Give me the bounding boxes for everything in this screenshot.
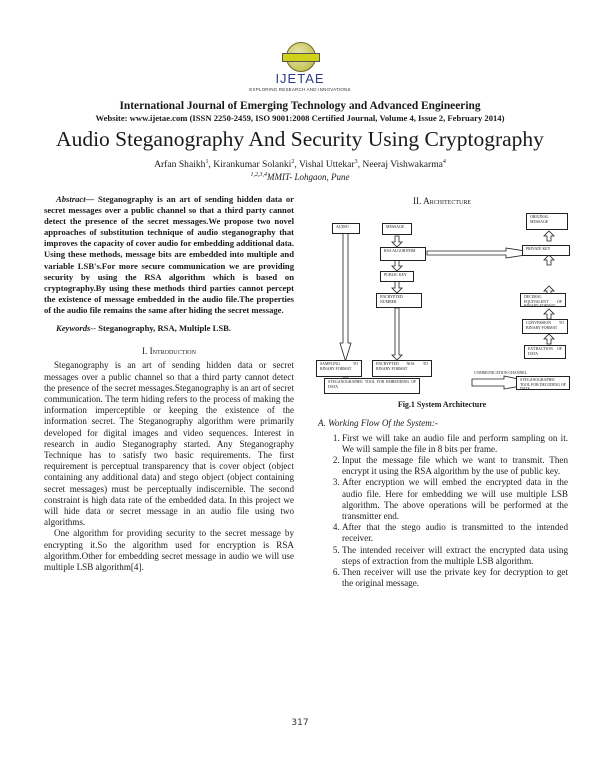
logo-band: [282, 53, 320, 62]
box-encrypted-nos: ENCRYPTED NOS. TO BINARY FORMAT: [372, 360, 432, 378]
section-heading-introduction: I. Introduction: [142, 346, 196, 357]
journal-name: International Journal of Emerging Techno…: [119, 100, 481, 112]
workflow-steps: First we will take an audio file and per…: [316, 433, 568, 590]
box-public-key: PUBLIC KEY: [380, 271, 414, 283]
workflow-step: After encryption we will embed the encry…: [342, 477, 568, 522]
communication-channel-label: COMMUNICATION CHANNEL: [474, 371, 528, 376]
workflow-step: First we will take an audio file and per…: [342, 433, 568, 455]
author-name: Kirankumar Solanki: [213, 159, 292, 171]
box-conversion: CONVERSION TO BINARY FORMAT: [522, 319, 568, 335]
author-sup: 4: [442, 159, 446, 165]
author-name: Neeraj Vishwakarma: [362, 159, 443, 171]
affiliation-sup: 1,2,3,4: [250, 172, 267, 178]
author-sup: 2: [291, 159, 295, 165]
paper-title: Audio Steganography And Security Using C…: [56, 127, 544, 151]
intro-paragraph: Steganography is an art of sending hidde…: [44, 360, 294, 528]
system-architecture-diagram: AUDIO MESSAGE RSA ALGORITHM PUBLIC KEY E…: [316, 213, 570, 395]
workflow-step: Input the message file which we want to …: [342, 455, 568, 477]
author-sup: 1: [205, 159, 209, 165]
box-encrypted-number: ENCRYPTED NUMBER: [376, 293, 422, 309]
abstract-label: Abstract—: [56, 194, 95, 204]
right-column: II. Architecture: [316, 196, 570, 590]
keywords-text: Steganography, RSA, Multiple LSB.: [96, 323, 232, 334]
author-sup: 3: [354, 159, 358, 165]
author-list: Arfan Shaikh1, Kirankumar Solanki2, Vish…: [154, 159, 446, 171]
workflow-step: The intended receiver will extract the e…: [342, 545, 568, 567]
logo-tagline: EXPLORING RESEARCH AND INNOVATIONS: [249, 87, 351, 92]
box-sampling: SAMPLING TO BINARY FORMAT: [316, 360, 362, 378]
figure-caption: Fig.1 System Architecture: [397, 400, 487, 410]
box-original-message: ORIGINAL MESSAGE: [526, 213, 568, 231]
page-number: 317: [291, 718, 309, 728]
abstract-text: Steganography is an art of sending hidde…: [44, 194, 294, 315]
box-audio: AUDIO: [332, 223, 360, 235]
box-decimal-equivalent: DECIMAL EQUIVALENT OF BINARY FORMAT: [520, 293, 566, 308]
section-heading-architecture: II. Architecture: [412, 196, 471, 206]
keywords-label: Keywords--: [56, 323, 97, 334]
journal-logo: IJETAE EXPLORING RESEARCH AND INNOVATION…: [249, 42, 351, 102]
box-decoding-tool: STEGANOGRAPHIC TOOL FOR DECODING OF DATA: [516, 376, 570, 391]
author-name: Arfan Shaikh: [154, 159, 206, 171]
workflow-step: Then receiver will use the private key f…: [342, 567, 568, 589]
keywords: Keywords-- Steganography, RSA, Multiple …: [44, 323, 294, 334]
affiliation-text: MMIT- Lohgaon, Pune: [266, 172, 350, 182]
affiliation: 1,2,3,4MMIT- Lohgaon, Pune: [0, 172, 600, 182]
logo-text: IJETAE: [275, 71, 325, 86]
journal-website-line: Website: www.ijetae.com (ISSN 2250-2459,…: [95, 113, 505, 123]
author-name: Vishal Uttekar: [298, 159, 355, 171]
abstract: Abstract— Steganography is an art of sen…: [44, 194, 294, 316]
box-extraction: EXTRACTION OF DATA: [524, 345, 566, 360]
intro-paragraph: One algorithm for providing security to …: [44, 528, 294, 573]
workflow-step: After that the stego audio is transmitte…: [342, 522, 568, 544]
box-private-key: PRIVATE KEY: [522, 245, 570, 257]
box-embedding-tool: STEGANOGRAPHIC TOOL FOR EMBEDDING OF DAT…: [324, 378, 420, 395]
subsection-heading: A. Working Flow Of the System:-: [318, 418, 438, 429]
left-column: Abstract— Steganography is an art of sen…: [44, 194, 294, 573]
box-message: MESSAGE: [382, 223, 412, 236]
box-rsa-algorithm: RSA ALGORITHM: [380, 247, 426, 262]
